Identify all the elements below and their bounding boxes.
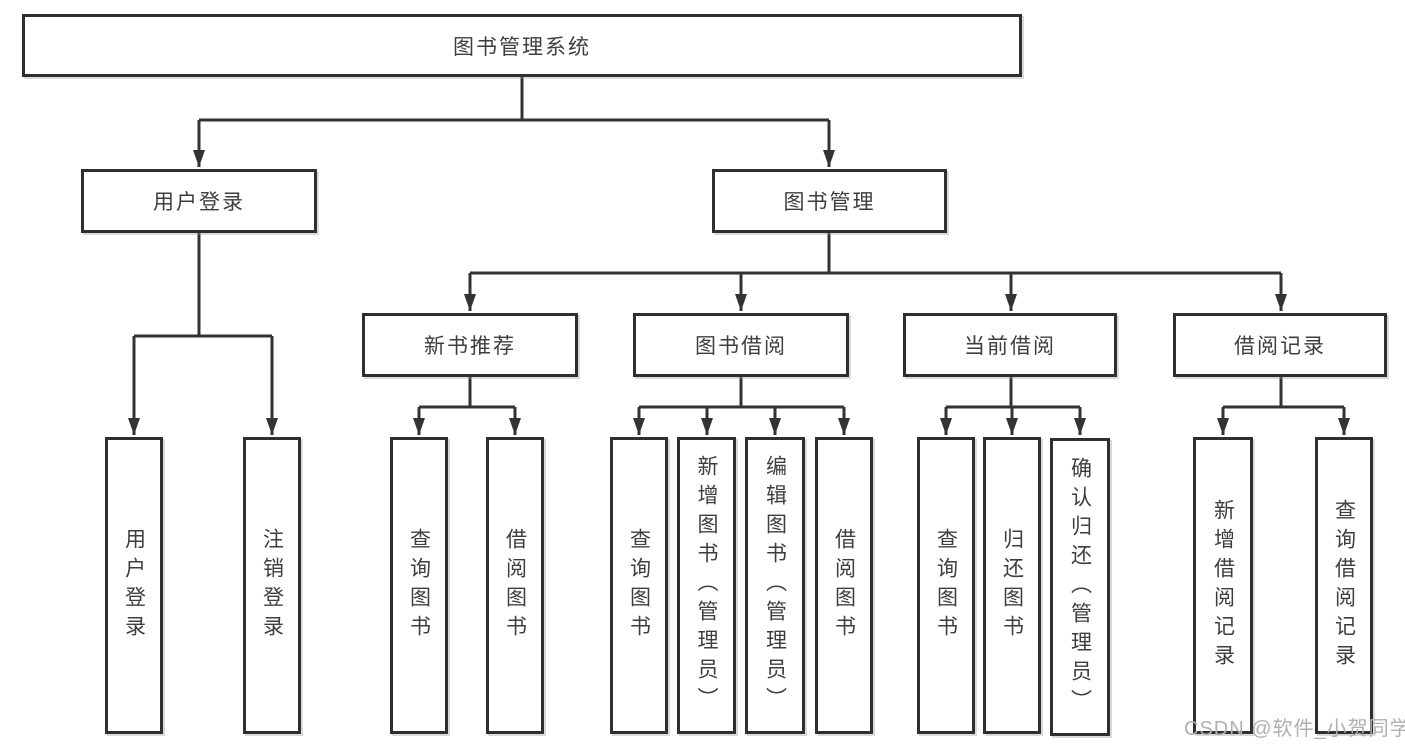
leaf-query-books-borrow: 查询图书 [610,437,668,734]
leaf-borrow-books-recommend: 借阅图书 [486,437,544,734]
leaf-query-books-current: 查询图书 [917,437,975,734]
node-new-book-recommend: 新书推荐 [362,313,578,377]
connector-arrows [128,120,1350,435]
leaf-borrow-books: 借阅图书 [815,437,873,734]
leaf-query-books-recommend: 查询图书 [390,437,448,734]
node-book-management: 图书管理 [712,169,947,233]
leaf-edit-book-admin: 编辑图书（管理员） [745,437,805,734]
leaf-query-borrow-record: 查询借阅记录 [1315,437,1373,734]
leaf-confirm-return-admin: 确认归还（管理员） [1050,438,1110,736]
leaf-logout: 注销登录 [243,437,301,734]
leaf-add-borrow-record: 新增借阅记录 [1193,437,1253,734]
leaf-return-book: 归还图书 [983,437,1041,734]
csdn-watermark: CSDN @软件_小贺同学 [1184,718,1405,740]
leaf-add-book-admin: 新增图书（管理员） [677,437,736,734]
leaf-user-login: 用户登录 [105,437,163,734]
node-borrow-records: 借阅记录 [1173,313,1387,377]
node-current-borrow: 当前借阅 [903,313,1117,377]
node-root-system: 图书管理系统 [22,14,1022,77]
node-book-borrow: 图书借阅 [633,313,849,377]
node-user-login: 用户登录 [81,169,317,233]
